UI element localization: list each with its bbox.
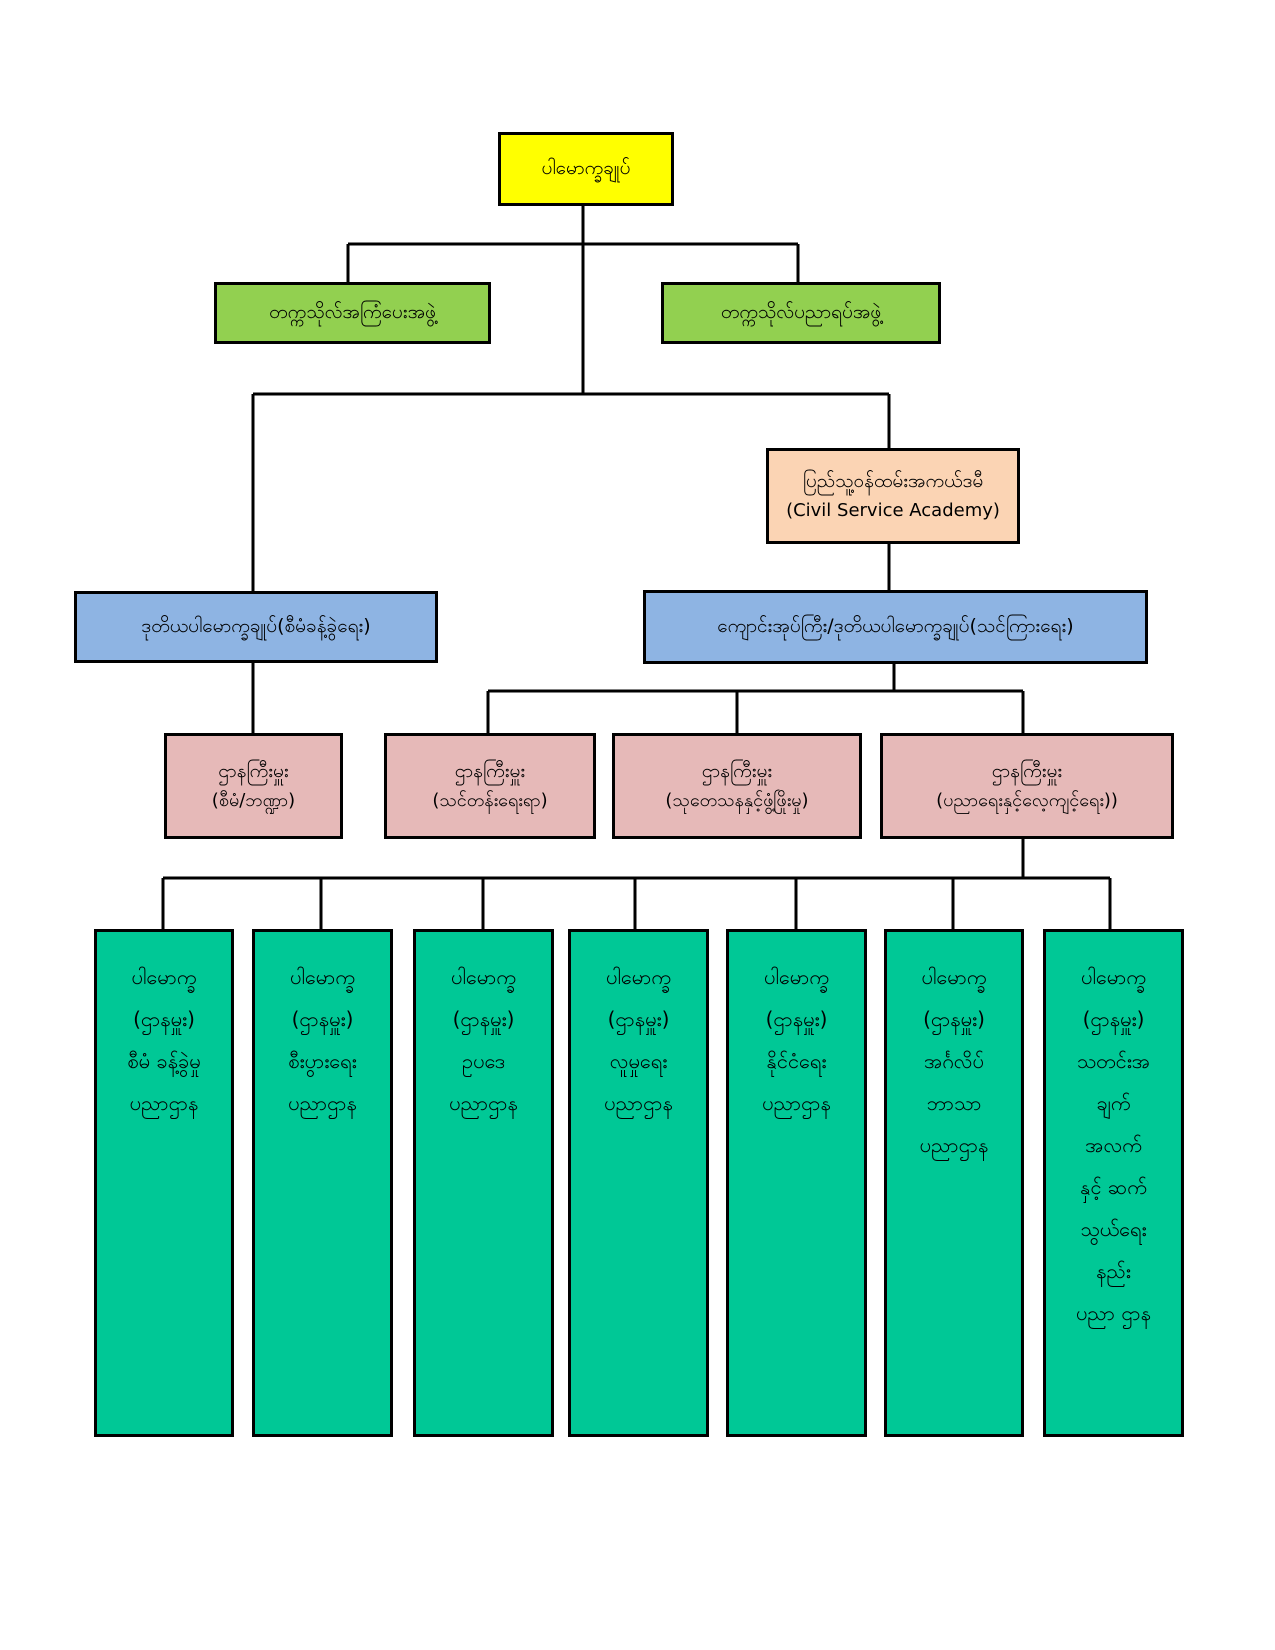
sub-department-line: ဘာသာ <box>926 1091 982 1115</box>
connector-education-to-subdepartments <box>161 839 1112 929</box>
sub-department-line: (ဌာနမှူး) <box>291 1007 354 1031</box>
sub-department-box: ပါမောက္ခ (ဌာနမှူး) နိုင်ငံရေး ပညာဌာန <box>726 929 867 1437</box>
department-box: ဌာနကြီးမှူး (သုတေသနနှင့်ဖွံ့ဖြိုးမှု) <box>612 733 862 839</box>
sub-department-line: (ဌာနမှူး) <box>607 1007 670 1031</box>
sub-department-box: ပါမောက္ခ (ဌာနမှူး) လူမှုရေး ပညာဌာန <box>568 929 709 1437</box>
sub-department-line: သတင်းအ <box>1076 1049 1151 1073</box>
sub-department-line: ပညာဌာန <box>762 1091 831 1115</box>
deputy-admin-box: ဒုတိယပါမောက္ခချုပ်(စီမံခန့်ခွဲရေး) <box>74 591 438 663</box>
sub-department-line: ပညာဌာန <box>604 1091 673 1115</box>
sub-department-line: ချက် <box>1096 1091 1131 1115</box>
director-general-label: ပါမောက္ခချုပ် <box>541 157 631 180</box>
sub-department-line: ပညာဌာန <box>288 1091 357 1115</box>
sub-department-line: (ဌာနမှူး) <box>923 1007 985 1031</box>
academic-board-label: တက္ကသိုလ်ပညာရပ်အဖွဲ့ <box>720 301 882 324</box>
advisory-board-label: တက္ကသိုလ်အကြံပေးအဖွဲ့ <box>269 301 436 324</box>
sub-department-line: ပါမောက္ခ <box>131 965 197 989</box>
sub-department-line: အလက် <box>1085 1133 1142 1157</box>
academic-board-box: တက္ကသိုလ်ပညာရပ်အဖွဲ့ <box>661 282 941 344</box>
sub-department-box: ပါမောက္ခ (ဌာနမှူး) စီမံ ခန့်ခွဲမှု ပညာဌာ… <box>94 929 234 1437</box>
department-title: ဌာနကြီးမှူး <box>701 760 773 783</box>
sub-department-line: ပါမောက္ခ <box>290 965 355 989</box>
sub-department-line: သွယ်ရေး <box>1080 1217 1147 1241</box>
sub-department-box: ပါမောက္ခ (ဌာနမှူး) စီးပွားရေး ပညာဌာန <box>252 929 393 1437</box>
advisory-board-box: တက္ကသိုလ်အကြံပေးအဖွဲ့ <box>214 282 491 344</box>
department-title: ဌာနကြီးမှူး <box>218 760 289 783</box>
academy-label-en: (Civil Service Academy) <box>786 499 1000 521</box>
department-title: ဌာနကြီးမှူး <box>991 760 1063 783</box>
department-box: ဌာနကြီးမှူး (စီမံ/ဘဏ္ဍာ) <box>164 733 343 839</box>
sub-department-line: ပါမောက္ခ <box>606 965 671 989</box>
department-box: ဌာနကြီးမှူး (သင်တန်းရေးရာ) <box>384 733 596 839</box>
sub-department-box: ပါမောက္ခ (ဌာနမှူး) သတင်းအ ချက် အလက် နှင့… <box>1043 929 1184 1437</box>
sub-department-line: နည်း <box>1096 1259 1131 1283</box>
sub-department-line: ပညာ ဌာန <box>1076 1301 1151 1325</box>
sub-department-line: ပညာဌာန <box>449 1091 518 1115</box>
sub-department-line: စီးပွားရေး <box>288 1049 357 1073</box>
sub-department-line: ဥပဒေ <box>461 1049 505 1073</box>
sub-department-line: ပါမောက္ခ <box>764 965 829 989</box>
sub-department-line: (ဌာနမှူး) <box>1082 1007 1145 1031</box>
sub-department-line: စီမံ ခန့်ခွဲမှု <box>127 1049 201 1073</box>
department-subtitle: (ပညာရေးနှင့်လေ့ကျင့်ရေး)) <box>936 789 1118 811</box>
sub-department-line: လူမှုရေး <box>609 1049 668 1073</box>
sub-department-line: ပညာဌာန <box>919 1133 989 1157</box>
sub-department-line: (ဌာနမှူး) <box>452 1007 515 1031</box>
sub-department-line: ပါမောက္ခ <box>921 965 987 989</box>
sub-department-line: ပညာဌာန <box>129 1091 199 1115</box>
sub-department-line: ပါမောက္ခ <box>1081 965 1146 989</box>
department-title: ဌာနကြီးမှူး <box>454 760 526 783</box>
sub-department-box: ပါမောက္ခ (ဌာနမှူး) အင်္ဂလိပ် ဘာသာ ပညာဌာန <box>884 929 1024 1437</box>
sub-department-line: အင်္ဂလိပ် <box>924 1049 984 1073</box>
department-subtitle: (သင်တန်းရေးရာ) <box>432 789 548 811</box>
academy-label-my: ပြည်သူ့ဝန်ထမ်းအကယ်ဒမီ <box>802 470 984 493</box>
director-general-box: ပါမောက္ခချုပ် <box>498 132 674 206</box>
connector-dg-to-deputies <box>251 244 891 591</box>
sub-department-line: ပါမောက္ခ <box>451 965 516 989</box>
deputy-admin-label: ဒုတိယပါမောက္ခချုပ်(စီမံခန့်ခွဲရေး) <box>141 615 371 638</box>
civil-service-academy-box: ပြည်သူ့ဝန်ထမ်းအကယ်ဒမီ (Civil Service Aca… <box>766 448 1020 544</box>
connector-deputy-academic-to-departments <box>486 664 1025 733</box>
sub-department-line: (ဌာနမှူး) <box>133 1007 195 1031</box>
sub-department-box: ပါမောက္ခ (ဌာနမှူး) ဥပဒေ ပညာဌာန <box>413 929 554 1437</box>
deputy-academic-label: ကျောင်းအုပ်ကြီး/ဒုတိယပါမောက္ခချုပ်(သင်ကြ… <box>717 615 1074 638</box>
department-box: ဌာနကြီးမှူး (ပညာရေးနှင့်လေ့ကျင့်ရေး)) <box>880 733 1174 839</box>
department-subtitle: (သုတေသနနှင့်ဖွံ့ဖြိုးမှု) <box>665 789 809 811</box>
connector-dg-to-boards <box>346 206 800 282</box>
sub-department-line: နှင့် ဆက် <box>1080 1175 1147 1199</box>
deputy-academic-box: ကျောင်းအုပ်ကြီး/ဒုတိယပါမောက္ခချုပ်(သင်ကြ… <box>643 590 1148 664</box>
department-subtitle: (စီမံ/ဘဏ္ဍာ) <box>211 789 296 811</box>
sub-department-line: နိုင်ငံရေး <box>766 1049 827 1073</box>
sub-department-line: (ဌာနမှူး) <box>765 1007 828 1031</box>
